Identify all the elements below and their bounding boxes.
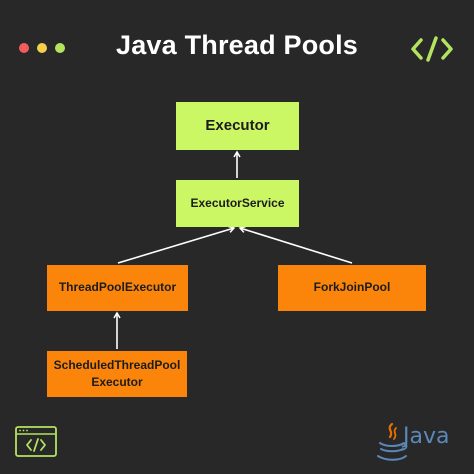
edge-forkjoinpool-to-executorservice <box>238 225 353 264</box>
window-dot-red <box>19 43 29 53</box>
page-title: Java Thread Pools <box>116 30 358 60</box>
edge-threadpoolexecutor-to-executorservice <box>117 225 236 264</box>
node-fork-join-pool: ForkJoinPool <box>278 265 426 311</box>
code-brackets-icon <box>411 36 453 62</box>
java-brand-text: Java <box>403 424 450 449</box>
node-scheduled-thread-pool-executor: ScheduledThreadPool Executor <box>47 351 187 397</box>
java-logo <box>377 422 408 461</box>
node-executor-service: ExecutorService <box>176 180 299 227</box>
node-thread-pool-executor: ThreadPoolExecutor <box>47 265 188 311</box>
window-dot-green <box>55 43 65 53</box>
terminal-code-icon <box>15 426 57 457</box>
window-dot-yellow <box>37 43 47 53</box>
node-executor: Executor <box>176 102 299 150</box>
window-dots <box>19 43 65 53</box>
